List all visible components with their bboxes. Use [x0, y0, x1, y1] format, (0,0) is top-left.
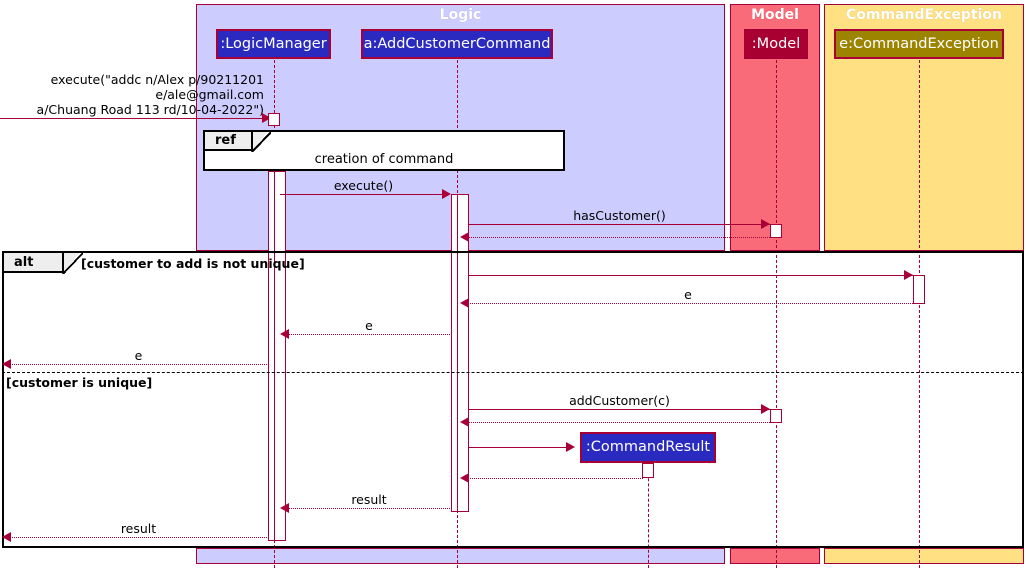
activation-logicmanager-inner [274, 171, 286, 541]
message-e-to-logicmanager-arrow [280, 329, 289, 339]
participant-addcustomercommand[interactable]: a:AddCustomerCommand [361, 29, 553, 59]
message-addcustomer-return-line [463, 422, 770, 423]
caller-message-arrow [262, 113, 271, 123]
activation-model-hascustomer [770, 224, 782, 238]
activation-commandexception [913, 275, 925, 304]
participant-commandexception[interactable]: e:CommandException [834, 29, 1004, 59]
participant-model[interactable]: :Model [744, 29, 808, 59]
message-create-exception-line [469, 275, 913, 276]
fragment-ref-tab-label: ref [215, 133, 236, 148]
lifeline-commandresult [648, 463, 649, 568]
message-exception-return-line [463, 303, 913, 304]
message-hascustomer-line [469, 224, 770, 225]
activation-commandresult [642, 463, 654, 478]
message-create-commandresult-arrow [566, 442, 575, 452]
lifeline-commandexception [919, 60, 920, 568]
participant-logicmanager[interactable]: :LogicManager [216, 29, 331, 59]
fragment-ref-tab-corner-edge [251, 131, 271, 152]
message-result-to-logicmanager-arrow [280, 503, 289, 513]
participant-logicmanager-label: :LogicManager [220, 35, 327, 52]
message-execute-label: execute() [333, 178, 394, 193]
activation-logicmanager-outer [268, 113, 280, 126]
participant-model-label: :Model [751, 35, 801, 52]
message-create-exception-arrow [904, 270, 913, 280]
participant-commandresult[interactable]: :CommandResult [580, 432, 716, 463]
activation-addcustomercommand-inner [457, 194, 469, 512]
message-e-to-caller-arrow [2, 359, 11, 369]
fragment-ref-tab: ref [205, 132, 253, 151]
message-e-to-caller-label: e [134, 348, 143, 363]
caller-message-line [0, 118, 266, 119]
message-commandresult-return-arrow [460, 473, 469, 483]
message-execute-line [280, 194, 447, 195]
caller-message-label: execute("addc n/Alex p/90211201 e/ale@gm… [36, 72, 264, 117]
fragment-alt-tab-label: alt [14, 254, 34, 270]
fragment-alt-tab: alt [4, 253, 64, 273]
message-e-to-logicmanager-line [286, 334, 452, 335]
message-result-to-caller-line [8, 537, 269, 538]
fragment-alt-guard-1: [customer to add is not unique] [81, 256, 305, 271]
message-hascustomer-arrow [761, 219, 770, 229]
message-execute-arrow [442, 189, 451, 199]
message-e-to-logicmanager-label: e [365, 318, 373, 333]
package-logic-footer [196, 548, 725, 564]
package-model-footer [730, 548, 820, 564]
fragment-alt [2, 251, 1024, 548]
message-exception-return-label: e [684, 287, 692, 302]
message-commandresult-return-line [463, 478, 643, 479]
activation-model-addcustomer [770, 409, 782, 423]
package-commandexception-title: CommandException [846, 7, 1002, 23]
message-create-commandresult-line [469, 447, 569, 448]
package-commandexception-footer [824, 548, 1024, 564]
message-result-to-caller-label: result [120, 521, 157, 536]
fragment-alt-guard-2: [customer is unique] [6, 375, 153, 390]
fragment-alt-divider [2, 372, 1024, 373]
message-hascustomer-return-line [463, 237, 770, 238]
participant-commandresult-label: :CommandResult [585, 439, 711, 456]
participant-commandexception-label: e:CommandException [839, 35, 999, 52]
message-addcustomer-line [469, 409, 770, 410]
message-addcustomer-return-arrow [460, 417, 469, 427]
participant-addcustomercommand-label: a:AddCustomerCommand [363, 35, 551, 52]
message-exception-return-arrow [460, 298, 469, 308]
package-logic-title: Logic [439, 7, 482, 23]
message-e-to-caller-line [8, 364, 269, 365]
package-model-title: Model [751, 7, 799, 23]
message-addcustomer-arrow [761, 404, 770, 414]
message-addcustomer-label: addCustomer(c) [569, 393, 670, 408]
message-result-to-caller-arrow [2, 532, 11, 542]
message-result-to-logicmanager-label: result [351, 492, 387, 507]
message-hascustomer-label: hasCustomer() [573, 208, 666, 223]
message-result-to-logicmanager-line [286, 508, 452, 509]
fragment-alt-tab-corner-edge [62, 252, 83, 274]
message-hascustomer-return-arrow [460, 232, 469, 242]
fragment-ref-title: creation of command [314, 152, 454, 167]
lifeline-model [776, 60, 777, 568]
